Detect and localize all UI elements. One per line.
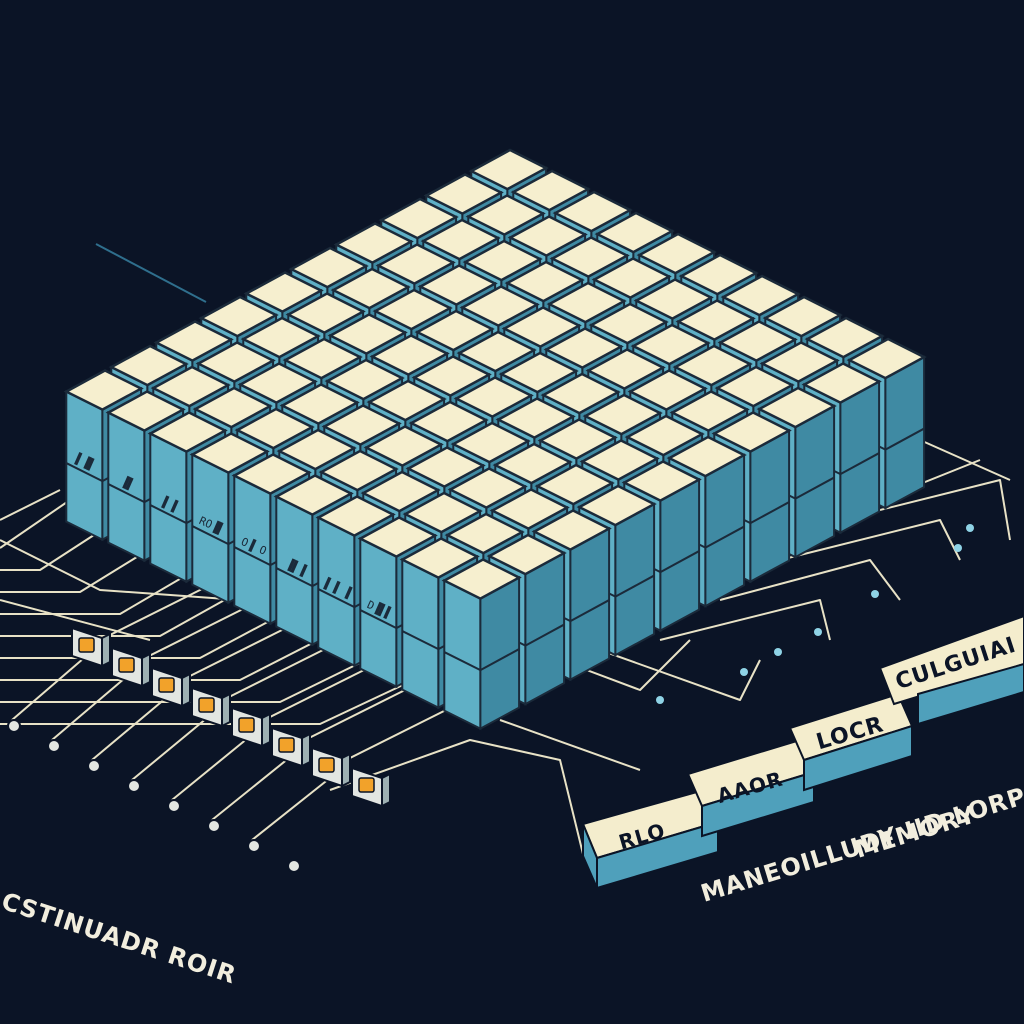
connector-led (158, 677, 175, 693)
connector (231, 706, 271, 748)
connector (271, 726, 311, 768)
bus-wire (0, 609, 291, 659)
wire-node (814, 628, 822, 636)
bus-wire (211, 757, 290, 821)
bus-wire (171, 737, 249, 801)
wire-node (740, 668, 748, 676)
bus-wire (499, 719, 641, 771)
bus-wire (131, 717, 208, 781)
bus-wire (0, 499, 71, 549)
wire-node (954, 544, 962, 552)
connector (351, 766, 391, 808)
bus-wire (91, 697, 167, 761)
connector-pin (287, 859, 301, 873)
bus-wire (51, 677, 126, 741)
bus-wire (0, 543, 159, 593)
bus-label-box: LOCR (788, 692, 914, 792)
bus-wire (0, 565, 203, 615)
memory-cell (441, 558, 522, 731)
wire-node (966, 524, 974, 532)
bus-wire (0, 675, 423, 725)
connector-led (358, 777, 375, 793)
bus-wire (919, 439, 1011, 481)
bus-label-box: CULGUIAI (878, 614, 1024, 726)
bus-wire (839, 479, 1011, 541)
connector (311, 746, 351, 788)
connector (111, 646, 151, 688)
connector-pin (47, 739, 61, 753)
bus-wires (0, 439, 1011, 855)
connector-led (278, 737, 295, 753)
wire-node (774, 648, 782, 656)
connector-led (318, 757, 335, 773)
bus-wire (0, 587, 247, 637)
connector-pin (7, 719, 21, 733)
bus-wire (0, 653, 379, 703)
connector-led (78, 637, 95, 653)
connector (71, 626, 111, 668)
bus-wire (0, 539, 241, 601)
connector-pin (207, 819, 221, 833)
bus-wire (0, 631, 335, 681)
bus-wire (0, 599, 151, 641)
memory-cell-grid: ▌▐▌▐▌▌▐RO▐▌O▐ O▐▌▐▌▐ ▐D▐▌▌ (63, 148, 927, 731)
bus-label-box: RLO (581, 788, 720, 890)
connector-pin (247, 839, 261, 853)
connector-pin (127, 779, 141, 793)
bus-wire (11, 657, 85, 721)
connector-pin (87, 759, 101, 773)
bus-wire (329, 739, 584, 855)
bus-label-strip: RLO AAOR LOCR CULGUIAI (581, 614, 1024, 890)
connector-pin (167, 799, 181, 813)
wire-node (871, 590, 879, 598)
bus-wire (0, 489, 61, 521)
bus-wire (599, 649, 761, 701)
bus-wire (659, 599, 831, 641)
accent-line (95, 243, 207, 303)
connector-led (118, 657, 135, 673)
connector-led (198, 697, 215, 713)
connector (191, 686, 231, 728)
bus-wire (719, 559, 901, 601)
cell-glyph: ▐▌ (119, 474, 137, 492)
connector (151, 666, 191, 708)
bus-wire (779, 519, 961, 561)
bus-wire (251, 777, 331, 841)
connector-led (238, 717, 255, 733)
bus-wire (0, 521, 115, 571)
cell-glyph: ▌▐ (160, 494, 179, 513)
wire-node (656, 696, 664, 704)
connector-row (7, 524, 974, 873)
